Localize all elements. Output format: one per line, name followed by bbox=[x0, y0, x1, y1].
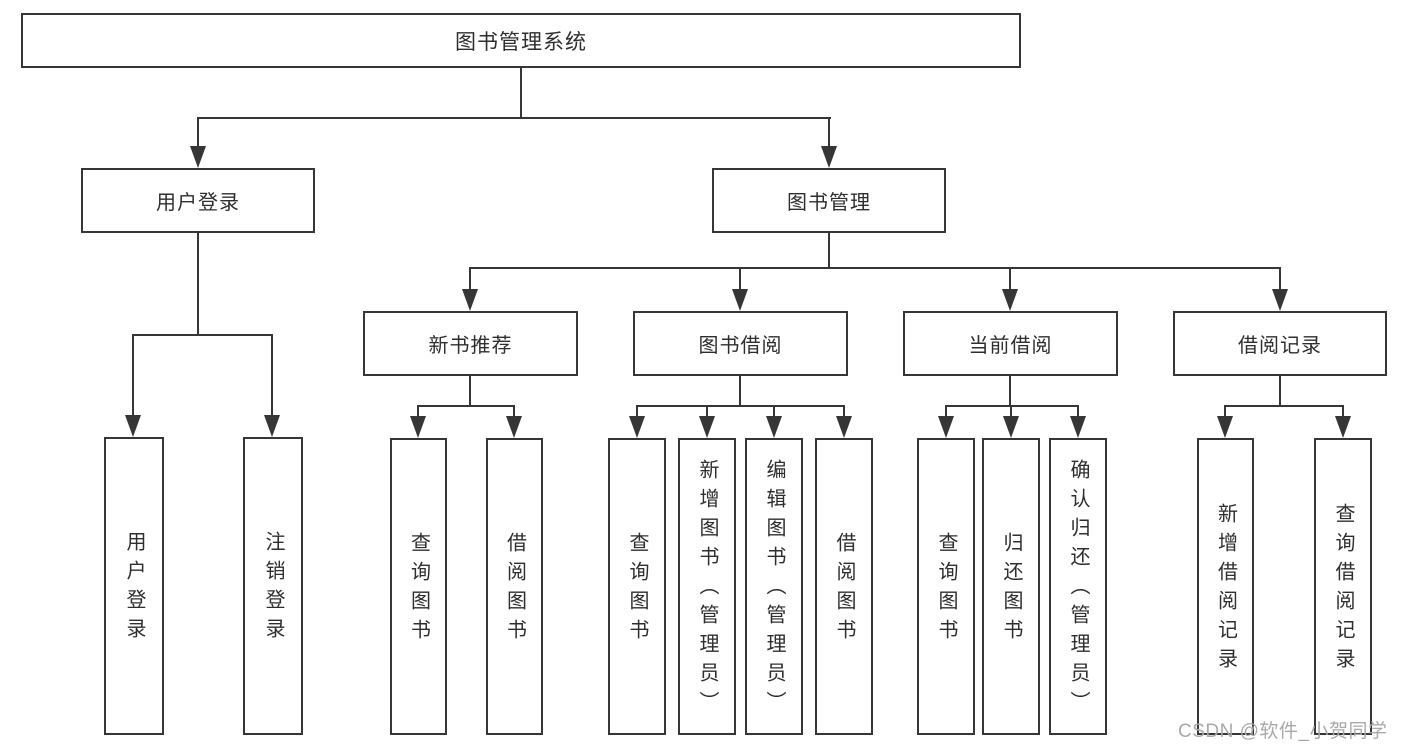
connector-vline bbox=[1279, 268, 1282, 291]
connector-vline bbox=[1342, 406, 1345, 418]
arrow-down-icon bbox=[938, 416, 954, 438]
arrow-down-icon bbox=[506, 416, 522, 438]
arrow-down-icon bbox=[1003, 416, 1019, 438]
connector-vline bbox=[1224, 406, 1227, 418]
connector-hline bbox=[469, 267, 1281, 270]
leaf-query-books: 查询图书 bbox=[917, 438, 975, 735]
connector-vline bbox=[828, 118, 831, 148]
arrow-down-icon bbox=[1272, 289, 1288, 311]
node-current-borrowing: 当前借阅 bbox=[903, 311, 1118, 376]
arrow-down-icon bbox=[264, 415, 280, 437]
connector-hline bbox=[197, 117, 831, 120]
connector-vline bbox=[828, 233, 831, 269]
leaf-borrow-books: 借阅图书 bbox=[815, 438, 873, 735]
leaf-query-books: 查询图书 bbox=[608, 438, 666, 735]
connector-vline bbox=[197, 233, 200, 336]
arrow-down-icon bbox=[821, 146, 837, 168]
connector-vline bbox=[636, 406, 639, 418]
connector-vline bbox=[469, 268, 472, 291]
connector-vline bbox=[271, 335, 274, 417]
leaf-add-books-admin: 新增图书（管理员） bbox=[678, 438, 736, 735]
connector-vline bbox=[773, 406, 776, 418]
leaf-query-books: 查询图书 bbox=[390, 438, 447, 735]
leaf-edit-books-admin: 编辑图书（管理员） bbox=[745, 438, 803, 735]
connector-vline bbox=[513, 406, 516, 418]
connector-vline bbox=[739, 268, 742, 291]
arrow-down-icon bbox=[699, 416, 715, 438]
connector-vline bbox=[132, 335, 135, 417]
connector-vline bbox=[469, 376, 472, 407]
connector-vline bbox=[1009, 268, 1012, 291]
node-library-system: 图书管理系统 bbox=[21, 13, 1021, 68]
connector-vline bbox=[1010, 406, 1013, 418]
arrow-down-icon bbox=[1070, 416, 1086, 438]
node-borrowing-records: 借阅记录 bbox=[1173, 311, 1387, 376]
arrow-down-icon bbox=[125, 415, 141, 437]
arrow-down-icon bbox=[629, 416, 645, 438]
node-new-book-recommendation: 新书推荐 bbox=[363, 311, 578, 376]
node-user-login: 用户登录 bbox=[81, 168, 315, 233]
leaf-add-borrow-record: 新增借阅记录 bbox=[1197, 438, 1254, 735]
watermark: CSDN @软件_小贺同学 bbox=[1178, 721, 1388, 742]
arrow-down-icon bbox=[1335, 416, 1351, 438]
leaf-borrow-books: 借阅图书 bbox=[486, 438, 543, 735]
arrow-down-icon bbox=[1217, 416, 1233, 438]
connector-vline bbox=[520, 68, 523, 119]
connector-vline bbox=[1009, 376, 1012, 407]
arrow-down-icon bbox=[190, 146, 206, 168]
connector-vline bbox=[706, 406, 709, 418]
arrow-down-icon bbox=[732, 289, 748, 311]
leaf-logout-login: 注销登录 bbox=[243, 437, 303, 735]
connector-vline bbox=[197, 118, 200, 148]
connector-vline bbox=[739, 376, 742, 407]
arrow-down-icon bbox=[766, 416, 782, 438]
leaf-return-books: 归还图书 bbox=[982, 438, 1040, 735]
connector-vline bbox=[1279, 376, 1282, 407]
leaf-query-borrow-record: 查询借阅记录 bbox=[1314, 438, 1372, 735]
arrow-down-icon bbox=[1002, 289, 1018, 311]
leaf-confirm-return-admin: 确认归还（管理员） bbox=[1049, 438, 1107, 735]
connector-hline bbox=[1224, 405, 1344, 408]
arrow-down-icon bbox=[462, 289, 478, 311]
connector-hline bbox=[417, 405, 515, 408]
connector-vline bbox=[945, 406, 948, 418]
connector-vline bbox=[1077, 406, 1080, 418]
arrow-down-icon bbox=[836, 416, 852, 438]
node-book-borrowing: 图书借阅 bbox=[633, 311, 848, 376]
node-book-management: 图书管理 bbox=[712, 168, 946, 233]
leaf-user-login: 用户登录 bbox=[104, 437, 164, 735]
connector-vline bbox=[843, 406, 846, 418]
connector-vline bbox=[417, 406, 420, 418]
connector-hline bbox=[636, 405, 845, 408]
arrow-down-icon bbox=[410, 416, 426, 438]
connector-hline bbox=[132, 334, 273, 337]
